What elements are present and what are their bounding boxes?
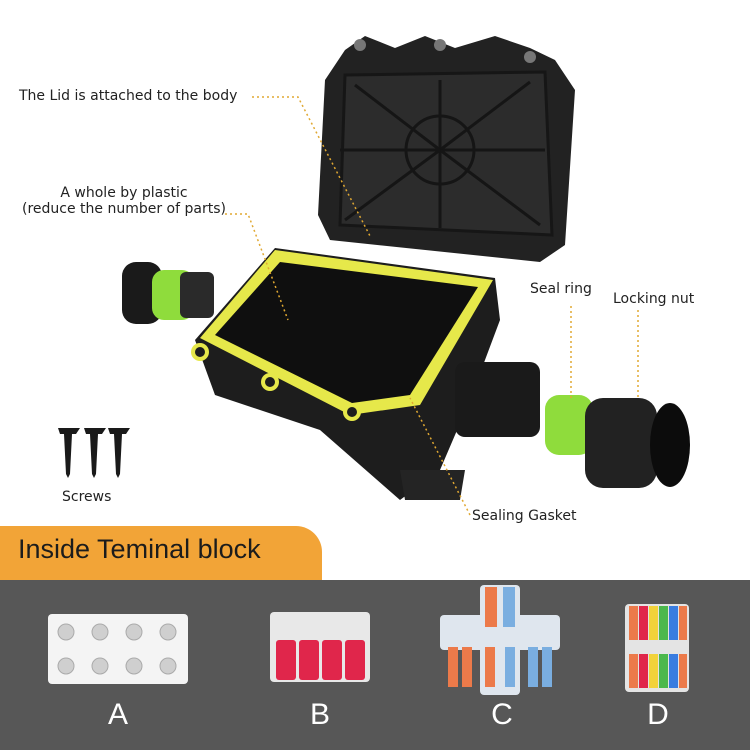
plastic-callout-line2: (reduce the number of parts): [22, 201, 226, 217]
lid-callout: The Lid is attached to the body: [19, 88, 238, 104]
right-cable-gland-image: [455, 362, 690, 488]
junction-box-illustration: [58, 36, 690, 516]
terminal-block-d-label: D: [647, 698, 669, 731]
terminal-block-c-image: [440, 585, 560, 695]
screws-image: [58, 428, 130, 478]
seal-ring-callout: Seal ring: [530, 281, 592, 297]
terminal-block-a-label: A: [107, 698, 128, 731]
terminal-block-b-image: [270, 612, 370, 682]
screws-callout: Screws: [62, 489, 112, 505]
banner-title: Inside Teminal block: [18, 534, 261, 564]
terminal-block-c-label: C: [491, 698, 513, 731]
callout-lines: [225, 96, 639, 516]
plastic-callout-line1: A whole by plastic: [60, 185, 188, 201]
locking-nut-callout: Locking nut: [613, 291, 695, 307]
left-cable-gland-image: [122, 262, 214, 324]
terminal-block-d-image: [625, 604, 689, 692]
plastic-callout: A whole by plastic (reduce the number of…: [8, 185, 240, 217]
sealing-gasket-callout: Sealing Gasket: [472, 508, 577, 524]
box-body-image: [191, 248, 500, 500]
section-banner: Inside Teminal block: [0, 526, 322, 580]
terminal-block-a-image: [48, 614, 188, 684]
terminal-block-b-label: B: [309, 698, 330, 731]
lid-image: [318, 36, 575, 262]
